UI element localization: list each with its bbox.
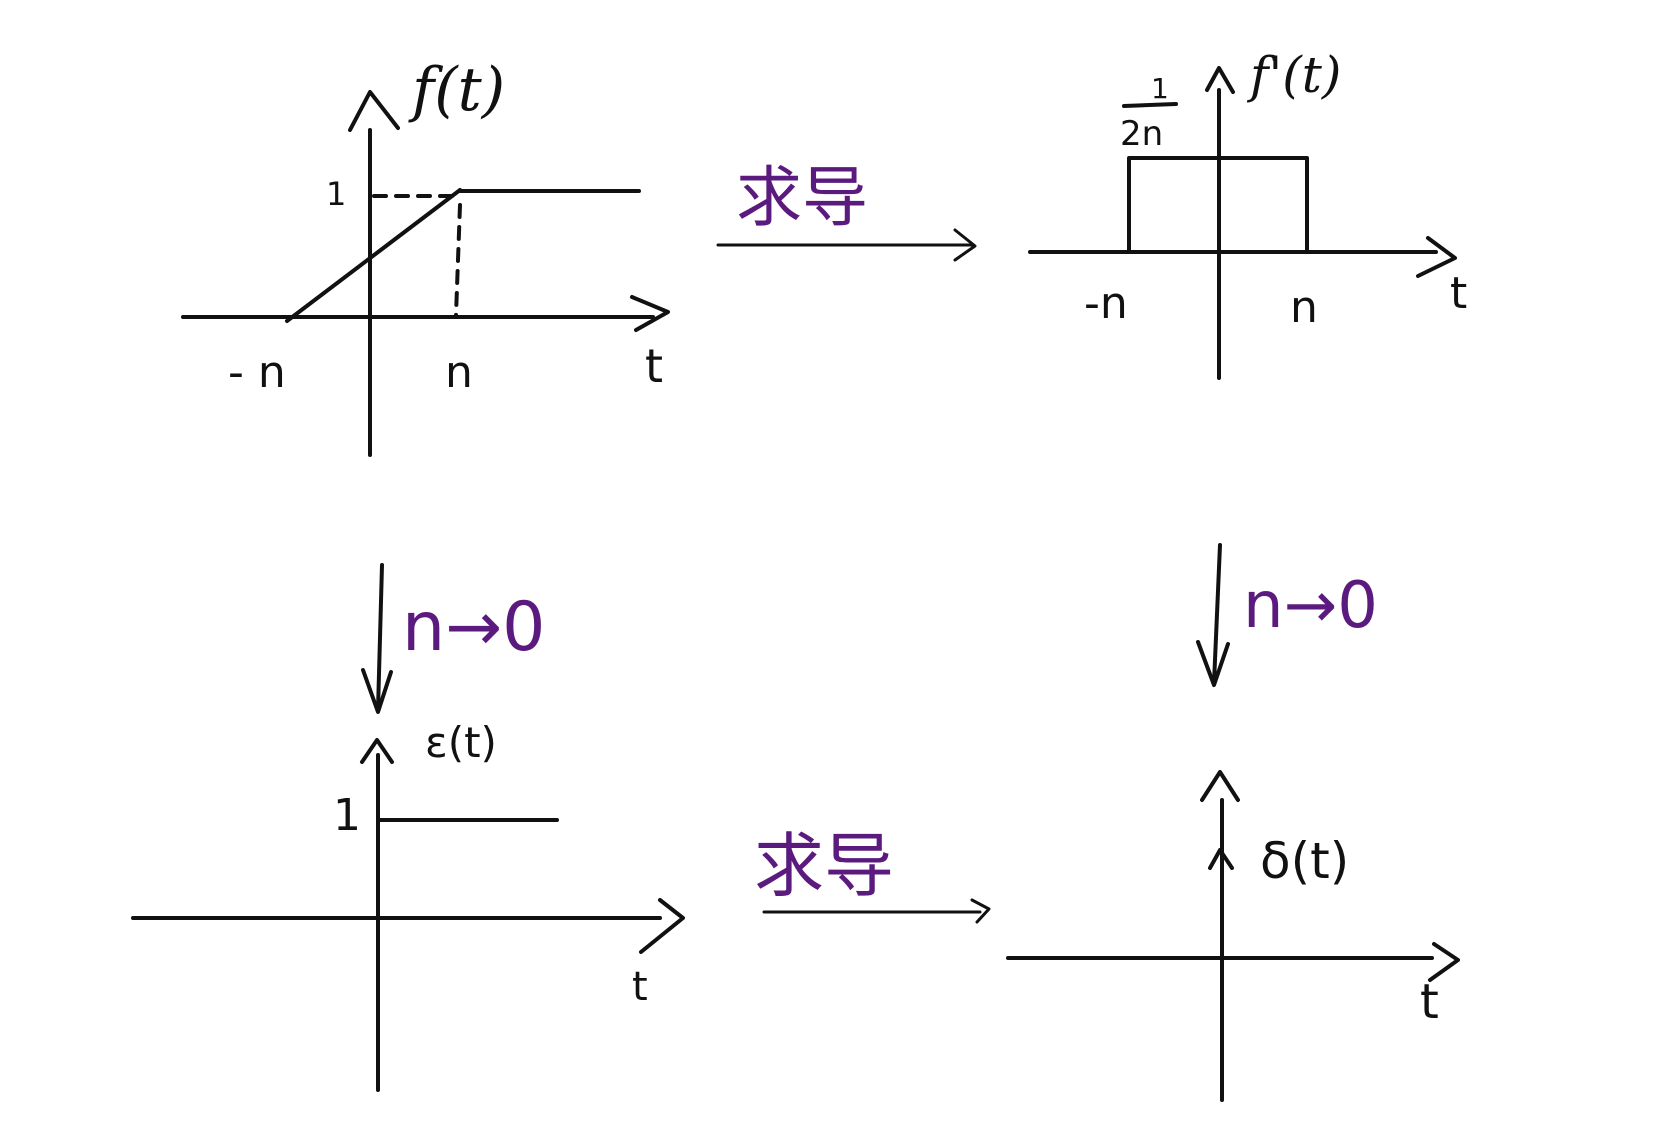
limit-left-label: n→0 xyxy=(402,588,545,667)
panel-step: ε(t) 1 t xyxy=(131,718,685,1092)
rect-x-arrowhead xyxy=(1416,236,1457,278)
step-level-one: 1 xyxy=(333,790,361,841)
ramp-func-label: f(t) xyxy=(408,55,505,125)
ramp-tick-pos: n xyxy=(445,347,473,398)
derive-arrow-bottom: 求导 xyxy=(754,825,991,924)
rect-fraction-bar xyxy=(1122,102,1178,108)
ramp-level-one: 1 xyxy=(326,175,346,213)
derive-bottom-head xyxy=(970,898,991,924)
rect-axis-t: t xyxy=(1450,268,1467,319)
limit-right-head xyxy=(1196,640,1230,687)
rect-height-denominator: 2n xyxy=(1120,114,1163,154)
panel-ramp: f(t) 1 - n n t xyxy=(181,55,670,457)
impulse-y-arrowhead xyxy=(1200,770,1240,802)
limit-arrow-left: n→0 xyxy=(361,563,545,714)
rect-height-numerator: 1 xyxy=(1151,72,1169,105)
limit-left-head xyxy=(361,668,393,714)
limit-right-shaft xyxy=(1212,543,1222,685)
ramp-slope xyxy=(285,188,462,323)
step-y-arrowhead xyxy=(360,738,394,764)
rect-tick-neg: -n xyxy=(1084,278,1128,329)
step-func-label: ε(t) xyxy=(425,718,497,767)
ramp-dash-vertical xyxy=(454,203,462,317)
ramp-tick-neg: - n xyxy=(228,347,286,398)
impulse-func-label: δ(t) xyxy=(1260,832,1349,890)
derive-arrow-top: 求导 xyxy=(716,159,977,262)
rect-y-arrowhead xyxy=(1205,66,1235,94)
impulse-spike-arrowhead xyxy=(1208,848,1234,870)
derive-top-head xyxy=(953,228,977,262)
impulse-x-arrowhead xyxy=(1428,942,1460,982)
derive-top-label: 求导 xyxy=(736,159,868,236)
rect-tick-pos: n xyxy=(1290,282,1318,333)
step-x-arrowhead xyxy=(639,898,685,954)
ramp-y-arrowhead xyxy=(348,90,400,132)
derive-bottom-label: 求导 xyxy=(754,825,894,907)
limit-arrow-right: n→0 xyxy=(1196,543,1378,687)
impulse-axis-t: t xyxy=(1420,974,1439,1030)
panel-impulse: δ(t) t xyxy=(1006,770,1460,1102)
limit-right-label: n→0 xyxy=(1243,569,1378,643)
limit-left-shaft xyxy=(376,563,384,712)
step-axis-t: t xyxy=(632,964,648,1010)
rect-func-label: f'(t) xyxy=(1246,46,1341,104)
rect-pulse xyxy=(1127,156,1309,252)
ramp-axis-t: t xyxy=(645,339,663,393)
ramp-x-arrowhead xyxy=(630,295,670,332)
panel-rectangle: 1 2n f'(t) -n n t xyxy=(1028,46,1467,380)
